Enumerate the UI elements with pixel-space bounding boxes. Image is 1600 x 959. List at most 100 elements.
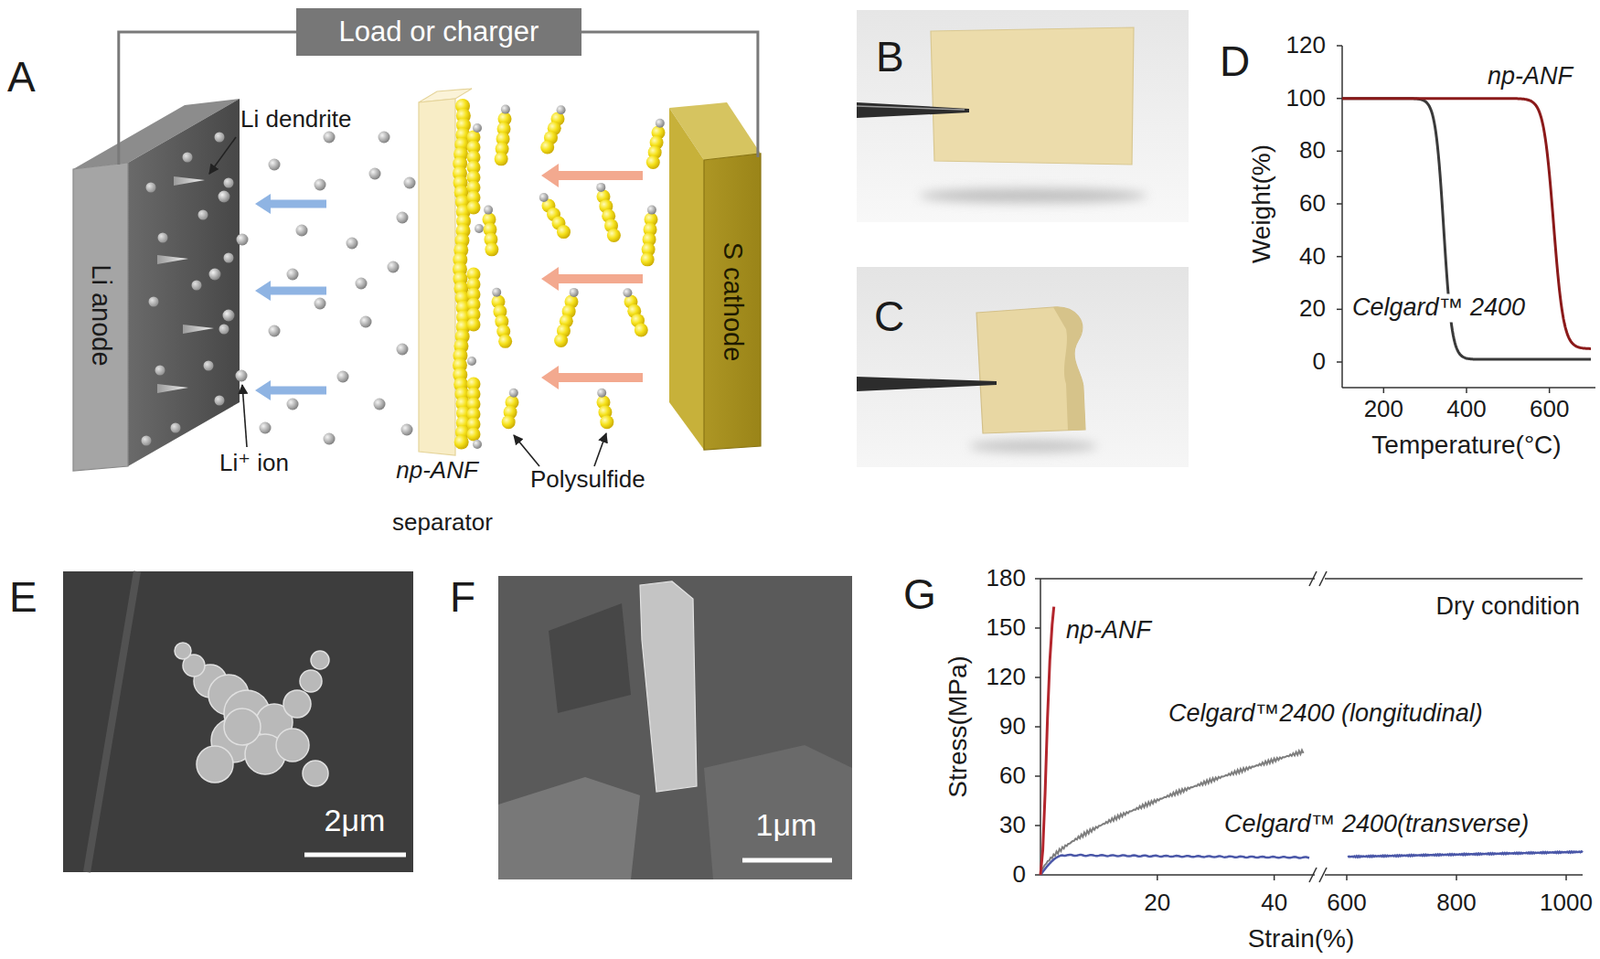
tick-mark xyxy=(1345,874,1348,881)
frame-top xyxy=(1324,577,1583,580)
x-axis xyxy=(1324,874,1583,876)
axis-title: Strain(%) xyxy=(1248,924,1355,954)
photo-c xyxy=(856,266,1189,468)
li-dendrite xyxy=(157,384,189,394)
li-atom xyxy=(198,210,209,221)
tick-label: 200 xyxy=(1364,395,1404,424)
li-atom xyxy=(203,361,214,372)
dendrite-rod xyxy=(640,581,697,792)
li-ion xyxy=(474,224,484,234)
electrode-slab: S cathode xyxy=(704,157,761,447)
tick-label: 0 xyxy=(1013,861,1026,889)
li-ion xyxy=(236,234,249,246)
li-ion xyxy=(596,182,606,192)
li-ion xyxy=(467,356,477,366)
celgard-curve xyxy=(1342,98,1591,360)
cathode-side-face xyxy=(669,107,704,450)
y-axis xyxy=(1341,45,1344,388)
film-shadow xyxy=(969,439,1098,453)
tick-label: 0 xyxy=(1312,348,1326,376)
li-atom xyxy=(219,324,230,335)
li-ion xyxy=(369,168,382,181)
shuttle-arrowhead xyxy=(541,163,559,188)
axis-break xyxy=(1319,571,1327,587)
li-ion xyxy=(556,105,566,115)
tick-mark xyxy=(1034,577,1041,580)
dendrite-particle xyxy=(283,690,311,718)
tick-label: 600 xyxy=(1529,395,1569,424)
sulfur-atom xyxy=(467,318,481,332)
cathode-front-face xyxy=(704,153,761,450)
li-ion xyxy=(296,224,309,237)
tweezers xyxy=(856,376,997,392)
scale-bar-label: 2μm xyxy=(324,802,386,839)
wire xyxy=(581,32,758,158)
tick-label: 400 xyxy=(1446,395,1486,424)
shuttle-arrow xyxy=(555,373,643,383)
tick-label: 120 xyxy=(1286,32,1326,60)
np-anf-curve xyxy=(1342,98,1591,350)
axis-break xyxy=(1309,867,1317,883)
li-ion xyxy=(472,439,482,449)
li-ion xyxy=(268,325,281,338)
dendrite-particle xyxy=(196,746,234,783)
node-label: Load or charger xyxy=(339,16,540,48)
li-atom xyxy=(146,182,157,193)
tweezers xyxy=(856,102,970,118)
li-atom xyxy=(192,280,203,291)
tick-label: 40 xyxy=(1260,889,1288,918)
tga-chart xyxy=(1336,45,1596,394)
ion-flow-arrowhead xyxy=(255,193,271,214)
li-ion xyxy=(337,371,350,384)
tick-label: 90 xyxy=(999,713,1026,741)
callout-label: np-ANF xyxy=(395,457,479,485)
x-axis xyxy=(1342,386,1596,389)
li-dendrite xyxy=(157,255,189,265)
axis-title: Weight(%) xyxy=(1247,144,1277,264)
li-ion xyxy=(647,205,657,215)
node-label: S cathode xyxy=(717,242,747,363)
tick-mark xyxy=(1034,824,1041,827)
sulfur-atom xyxy=(467,427,481,442)
axis-break xyxy=(1309,571,1317,587)
frame-top xyxy=(1040,577,1315,580)
wire xyxy=(118,32,297,165)
li-atom xyxy=(224,253,235,264)
sulfur-atom xyxy=(501,415,516,429)
tick-label: 60 xyxy=(1299,190,1326,218)
tick-mark xyxy=(1336,97,1343,100)
tick-label: 100 xyxy=(1286,85,1326,113)
photo-background xyxy=(856,10,1189,223)
electrode-slab: Li anode xyxy=(73,164,128,467)
sem-flake xyxy=(498,777,640,880)
sulfur-atom xyxy=(646,155,661,170)
panel-letter: D xyxy=(1219,37,1250,86)
anode-front-face xyxy=(73,162,128,471)
li-ion xyxy=(622,288,632,298)
leader-line xyxy=(594,433,607,467)
tick-mark xyxy=(1034,775,1041,778)
sem-flake xyxy=(704,745,853,880)
li-ion xyxy=(209,268,222,281)
tick-mark xyxy=(1336,44,1343,47)
li-ion xyxy=(259,422,272,435)
sem-background xyxy=(498,576,853,880)
li-atom xyxy=(182,152,193,163)
li-ion xyxy=(472,123,482,133)
sulfur-atom xyxy=(634,323,649,338)
li-ion xyxy=(569,288,579,298)
sem-image-e xyxy=(63,571,414,873)
sulfur-atom xyxy=(607,228,621,243)
tick-mark xyxy=(1336,256,1343,258)
li-ion xyxy=(360,316,373,329)
li-atom xyxy=(158,233,169,244)
tick-label: 800 xyxy=(1436,889,1476,918)
axis-title: Temperature(°C) xyxy=(1371,430,1561,460)
photo-b xyxy=(856,10,1189,223)
shuttle-arrowhead xyxy=(541,365,559,390)
shuttle-arrow xyxy=(555,274,643,284)
dendrite-particle xyxy=(224,708,261,746)
node-label: Li anode xyxy=(85,264,116,366)
li-dendrite xyxy=(182,324,214,334)
